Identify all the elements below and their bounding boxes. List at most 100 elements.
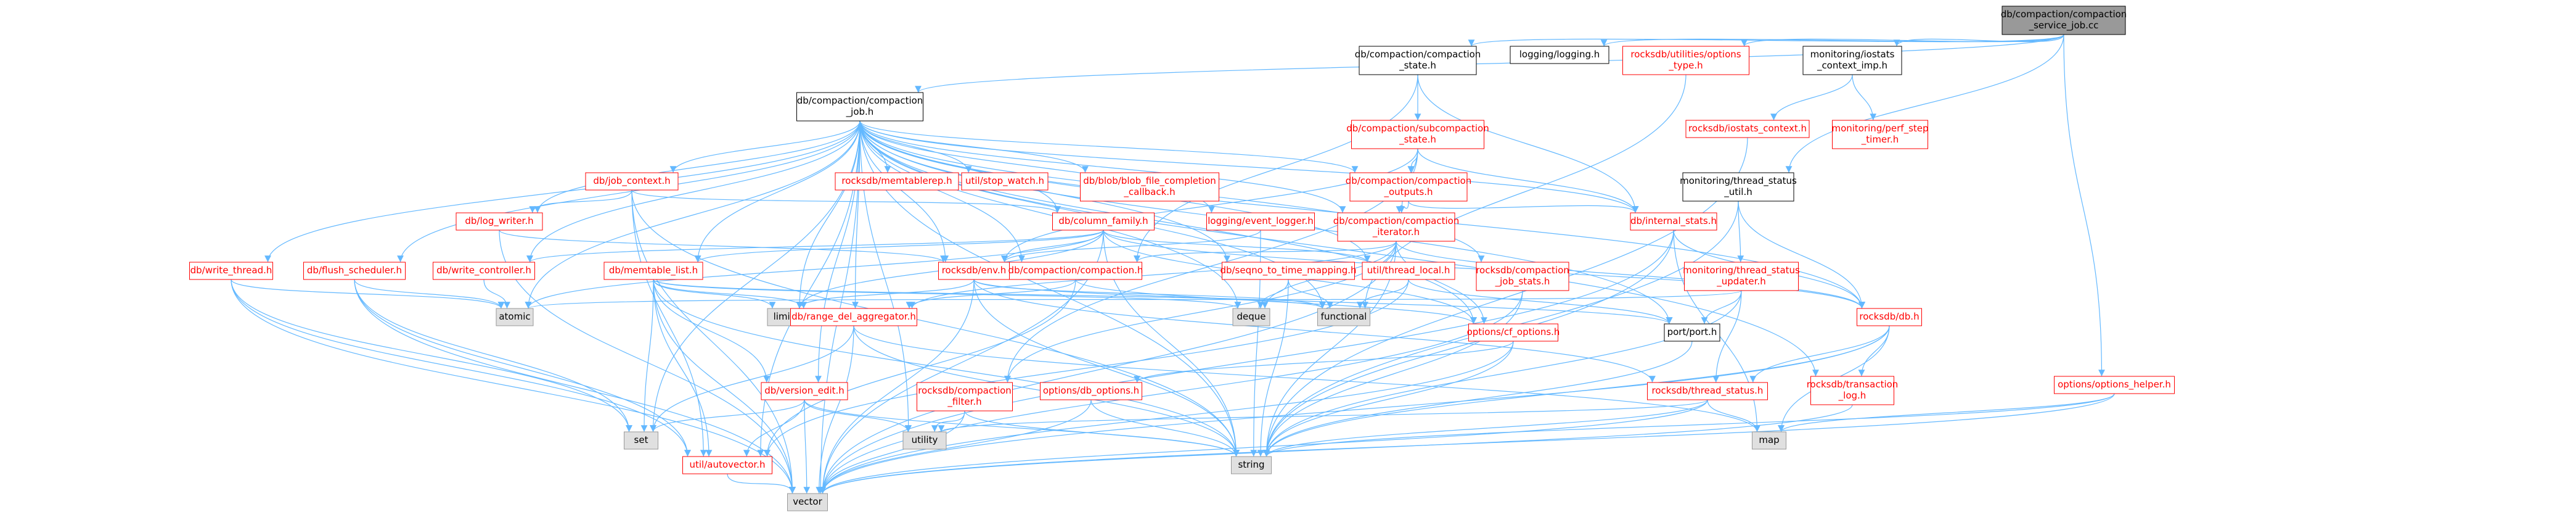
node-colfam[interactable]: db/column_family.h xyxy=(1052,212,1155,231)
edge-writethread-to-set xyxy=(231,279,632,432)
node-seqno[interactable]: db/seqno_to_time_mapping.h xyxy=(1220,262,1357,280)
node-vector: vector xyxy=(787,493,828,511)
node-root[interactable]: db/compaction/compaction_service_job.cc xyxy=(2001,6,2127,35)
node-label: monitoring/thread_status xyxy=(1683,265,1800,276)
node-box xyxy=(938,262,1010,280)
node-label: _log.h xyxy=(1838,390,1867,402)
node-iostatsctx[interactable]: rocksdb/iostats_context.h xyxy=(1685,120,1810,138)
node-box xyxy=(1802,46,1902,75)
node-cjob[interactable]: db/compaction/compaction_job.h xyxy=(796,92,923,122)
node-label: atomic xyxy=(499,311,530,322)
node-tsupdater[interactable]: monitoring/thread_status_updater.h xyxy=(1683,262,1800,291)
node-label: monitoring/perf_step xyxy=(1831,123,1928,134)
edge-threadutil-to-tsupdater xyxy=(1737,201,1744,263)
node-cjobstats[interactable]: rocksdb/compaction_job_stats.h xyxy=(1476,262,1569,291)
node-internalstats[interactable]: db/internal_stats.h xyxy=(1630,212,1717,231)
node-env[interactable]: rocksdb/env.h xyxy=(938,262,1010,280)
node-label: options/db_options.h xyxy=(1043,385,1139,397)
node-flushsched[interactable]: db/flush_scheduler.h xyxy=(303,262,406,280)
node-citer[interactable]: db/compaction/compaction_iterator.h xyxy=(1333,212,1460,242)
node-coutputs[interactable]: db/compaction/compaction_outputs.h xyxy=(1346,172,1472,202)
edge-memlist-to-limits xyxy=(653,279,776,309)
edge-iostats-to-iostatsctx xyxy=(1770,74,1853,121)
node-dboptions[interactable]: options/db_options.h xyxy=(1040,382,1142,400)
node-box xyxy=(456,212,543,231)
node-label: db/log_writer.h xyxy=(465,215,533,227)
node-blobcb[interactable]: db/blob/blob_file_completion_callback.h xyxy=(1080,172,1219,202)
edge-cjob-to-logwriter xyxy=(534,120,861,213)
node-label: options/cf_options.h xyxy=(1467,326,1560,338)
node-writectrl[interactable]: db/write_controller.h xyxy=(433,262,535,280)
node-cstate[interactable]: db/compaction/compaction_state.h xyxy=(1355,46,1481,75)
node-label: db/range_del_aggregator.h xyxy=(791,311,916,323)
edge-writethread-to-vector xyxy=(231,279,796,494)
node-opthelper[interactable]: options/options_helper.h xyxy=(2054,376,2175,394)
node-perfstep[interactable]: monitoring/perf_step_timer.h xyxy=(1831,120,1929,149)
node-rocksdbdb[interactable]: rocksdb/db.h xyxy=(1857,308,1922,326)
node-threadutil[interactable]: monitoring/thread_status_util.h xyxy=(1680,172,1797,202)
node-subcomp[interactable]: db/compaction/subcompaction_state.h xyxy=(1346,120,1489,149)
edge-threadlocal-to-port xyxy=(1408,279,1673,325)
node-threadstatus[interactable]: rocksdb/thread_status.h xyxy=(1647,382,1768,400)
edge-versionedit-to-autovector xyxy=(743,399,805,457)
node-versionedit[interactable]: db/version_edit.h xyxy=(761,382,848,400)
edge-opthelper-to-map xyxy=(1778,393,2115,432)
node-label: _filter.h xyxy=(947,396,981,408)
node-box xyxy=(835,172,959,191)
edge-rangedel-to-set xyxy=(650,325,854,432)
node-set: set xyxy=(624,431,658,450)
node-memlist[interactable]: db/memtable_list.h xyxy=(603,262,703,280)
node-box xyxy=(1232,308,1270,326)
edge-cfoptions-to-string xyxy=(1263,341,1514,457)
node-box xyxy=(796,92,923,122)
edge-cstate-to-internalstats xyxy=(1417,74,1639,213)
node-port[interactable]: port/port.h xyxy=(1664,323,1720,342)
edge-cjob-to-env xyxy=(859,120,949,263)
edge-tsupdater-to-atomic xyxy=(525,290,1742,309)
node-cfoptions[interactable]: options/cf_options.h xyxy=(1467,323,1560,342)
node-jobctx[interactable]: db/job_context.h xyxy=(585,172,679,191)
node-label: deque xyxy=(1237,311,1266,322)
edge-cfoptions-to-vector xyxy=(819,341,1514,494)
node-compaction[interactable]: db/compaction/compaction.h xyxy=(1008,262,1143,280)
edge-writectrl-to-atomic xyxy=(483,279,510,309)
edge-compaction-to-rangedel xyxy=(906,279,1076,309)
node-label: db/compaction/compaction xyxy=(1346,175,1472,186)
edge-env-to-string xyxy=(973,279,1240,457)
node-box xyxy=(1622,46,1749,75)
node-stopwatch[interactable]: util/stop_watch.h xyxy=(961,172,1049,191)
edge-citer-to-rangedel xyxy=(909,241,1397,309)
node-autovector[interactable]: util/autovector.h xyxy=(682,456,772,474)
node-eventlog[interactable]: logging/event_logger.h xyxy=(1206,212,1315,231)
node-iostats[interactable]: monitoring/iostats_context_imp.h xyxy=(1802,46,1902,75)
edge-threadstatus-to-vector xyxy=(819,399,1708,494)
node-cfilter[interactable]: rocksdb/compaction_filter.h xyxy=(917,382,1013,412)
node-label: db/version_edit.h xyxy=(764,385,844,397)
node-label: _type.h xyxy=(1668,60,1703,72)
node-box xyxy=(303,262,406,280)
node-label: _util.h xyxy=(1723,186,1752,198)
node-box xyxy=(961,172,1049,191)
node-translog[interactable]: rocksdb/transaction_log.h xyxy=(1807,376,1899,405)
node-opttype[interactable]: rocksdb/utilities/options_type.h xyxy=(1622,46,1749,75)
node-label: rocksdb/db.h xyxy=(1859,311,1919,322)
node-logwriter[interactable]: db/log_writer.h xyxy=(456,212,543,231)
node-label: monitoring/thread_status xyxy=(1680,175,1797,187)
edge-cjob-to-coutputs xyxy=(859,120,1359,173)
node-box xyxy=(1009,262,1142,280)
node-label: set xyxy=(634,434,648,445)
node-label: _outputs.h xyxy=(1383,186,1433,198)
node-label: db/compaction/subcompaction xyxy=(1346,123,1489,134)
node-writethread[interactable]: db/write_thread.h xyxy=(189,262,273,280)
node-threadlocal[interactable]: util/thread_local.h xyxy=(1362,262,1455,280)
edge-writethread-to-atomic xyxy=(231,279,505,309)
edge-cjobstats-to-string xyxy=(1263,290,1523,457)
node-memrep[interactable]: rocksdb/memtablerep.h xyxy=(835,172,959,191)
edge-root-to-opthelper xyxy=(2063,34,2105,377)
node-utility: utility xyxy=(902,431,947,450)
node-label: _context_imp.h xyxy=(1817,60,1887,72)
node-rangedel[interactable]: db/range_del_aggregator.h xyxy=(790,308,917,326)
node-map: map xyxy=(1752,431,1786,450)
node-logging[interactable]: logging/logging.h xyxy=(1510,46,1609,64)
